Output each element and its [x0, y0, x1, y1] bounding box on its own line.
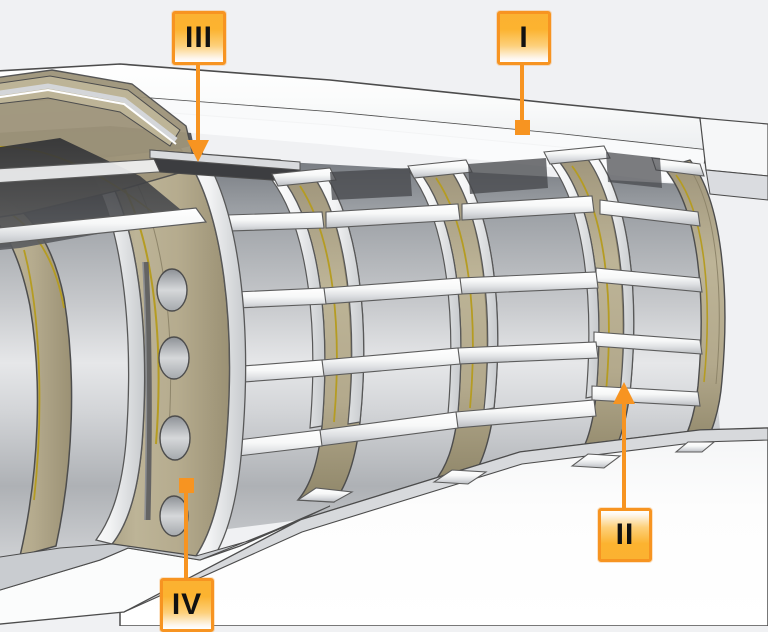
callout-arrow-down-iii — [187, 140, 209, 162]
callout-box-i[interactable]: I — [497, 11, 551, 65]
callout-leader-line-iii — [196, 65, 200, 143]
frame-flange-outer — [80, 157, 146, 545]
lightening-hole — [159, 415, 191, 461]
callout-leader-line-iv — [184, 490, 188, 580]
stringer-group-bay-4 — [591, 199, 703, 407]
frame-ring-5 — [662, 159, 726, 453]
callout-endpoint-square-iv — [179, 478, 194, 493]
callout-leader-line-i — [520, 65, 524, 120]
callout-leader-line-ii — [622, 402, 626, 510]
callout-box-ii[interactable]: II — [598, 508, 652, 562]
callout-box-iv[interactable]: IV — [160, 578, 214, 632]
callout-arrow-up-ii — [613, 382, 635, 404]
lightening-holes — [156, 268, 191, 537]
callout-box-iii[interactable]: III — [172, 11, 226, 65]
lightening-hole — [156, 268, 188, 312]
lightening-hole — [158, 336, 190, 380]
frame-ring-1 — [80, 143, 247, 561]
stringer-group-bay-3 — [455, 195, 599, 429]
skin-right-fold — [699, 117, 768, 177]
skin-cut-edge-bottom — [0, 505, 331, 591]
callout-endpoint-square-i — [515, 120, 530, 135]
lightening-hole — [159, 495, 189, 537]
